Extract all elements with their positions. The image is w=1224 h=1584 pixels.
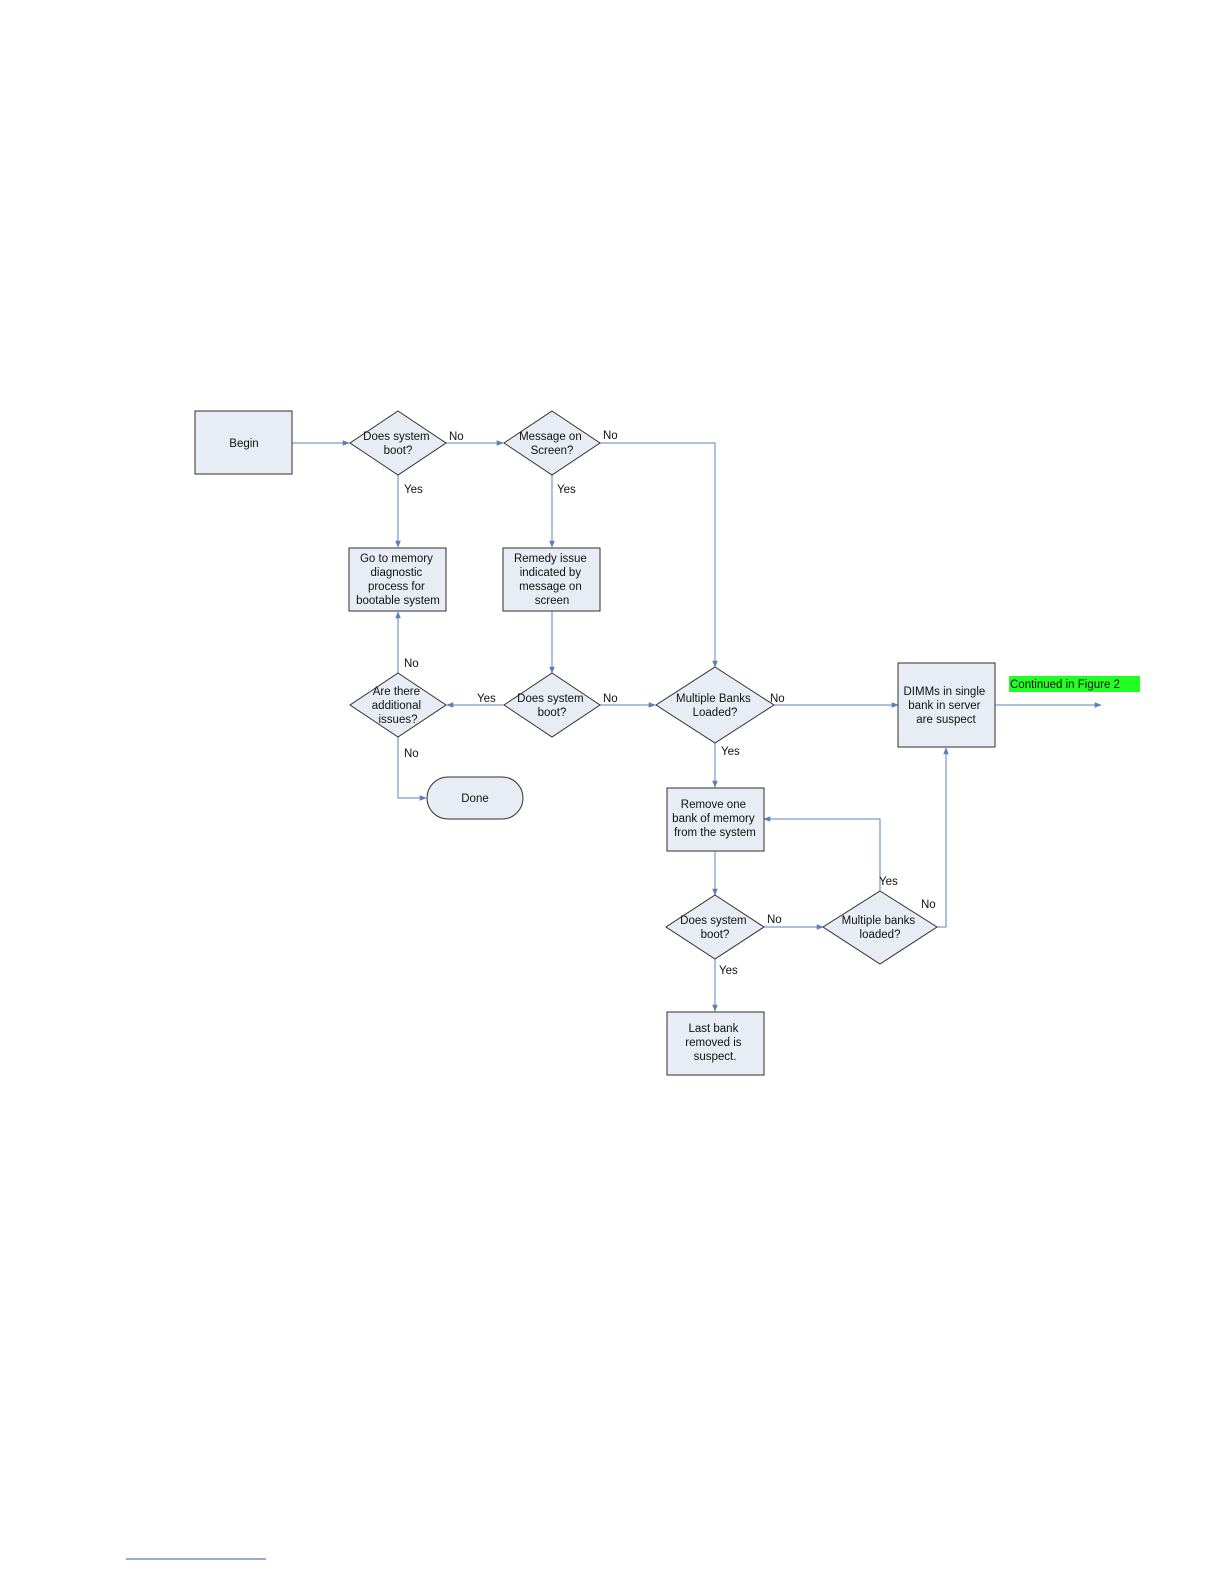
last-box [666,1011,765,1076]
edge-msg-no-to-multi1 [600,442,718,668]
memdiag-box [348,547,447,612]
multi2-decision [822,890,938,965]
edge-label-additional-no-down: No [404,748,419,760]
edge-label-boot1-no: No [449,431,464,443]
edge-label-boot2-yes: Yes [477,693,496,705]
boot3-label: Does system boot? [680,915,750,941]
edge-multi2-no-to-dimms [937,747,949,928]
last-label: Last bank removed is suspect. [685,1023,744,1063]
continued-highlight [1009,676,1140,692]
edge-label-multi1-yes: Yes [721,746,740,758]
memdiag-label: Go to memory diagnostic process for boot… [356,553,440,607]
multi1-decision [655,666,775,744]
remove-label: Remove one bank of memory from the syste… [672,799,758,839]
begin-label: Begin [229,438,258,450]
begin-box [194,410,293,475]
multi2-label: Multiple banks loaded? [842,915,919,941]
edge-label-multi2-no: No [921,899,936,911]
multi1-label: Multiple Banks Loaded? [676,693,754,719]
edge-label-additional-no-up: No [404,658,419,670]
edge-label-boot1-yes: Yes [404,484,423,496]
edge-label-msg-yes: Yes [557,484,576,496]
dimms-box [897,662,996,748]
edge-label-boot3-no: No [767,914,782,926]
continued-label: Continued in Figure 2 [1010,679,1120,691]
boot3-decision [665,894,765,960]
remove-box [666,787,765,852]
remedy-box [502,547,601,612]
edge-label-multi1-no: No [770,693,785,705]
boot2-decision [503,672,601,738]
dimms-label: DIMMs in single bank in server are suspe… [903,686,988,726]
edge-additional-no-to-done [397,737,427,801]
remedy-label: Remedy issue indicated by message on scr… [514,553,590,607]
msg-label: Message on Screen? [519,431,585,457]
edge-label-multi2-yes: Yes [879,876,898,888]
edge-label-boot3-yes: Yes [719,965,738,977]
msg-decision [503,410,601,476]
done-terminator [426,776,524,820]
edge-label-msg-no: No [603,430,618,442]
additional-decision [349,672,447,738]
additional-label: Are there additional issues? [372,686,424,726]
done-label: Done [461,793,489,805]
boot1-decision [349,410,447,476]
edge-multi2-yes-to-remove [763,816,881,891]
boot2-label: Does system boot? [517,693,587,719]
boot1-label: Does system boot? [363,431,433,457]
edge-label-boot2-no: No [603,693,618,705]
